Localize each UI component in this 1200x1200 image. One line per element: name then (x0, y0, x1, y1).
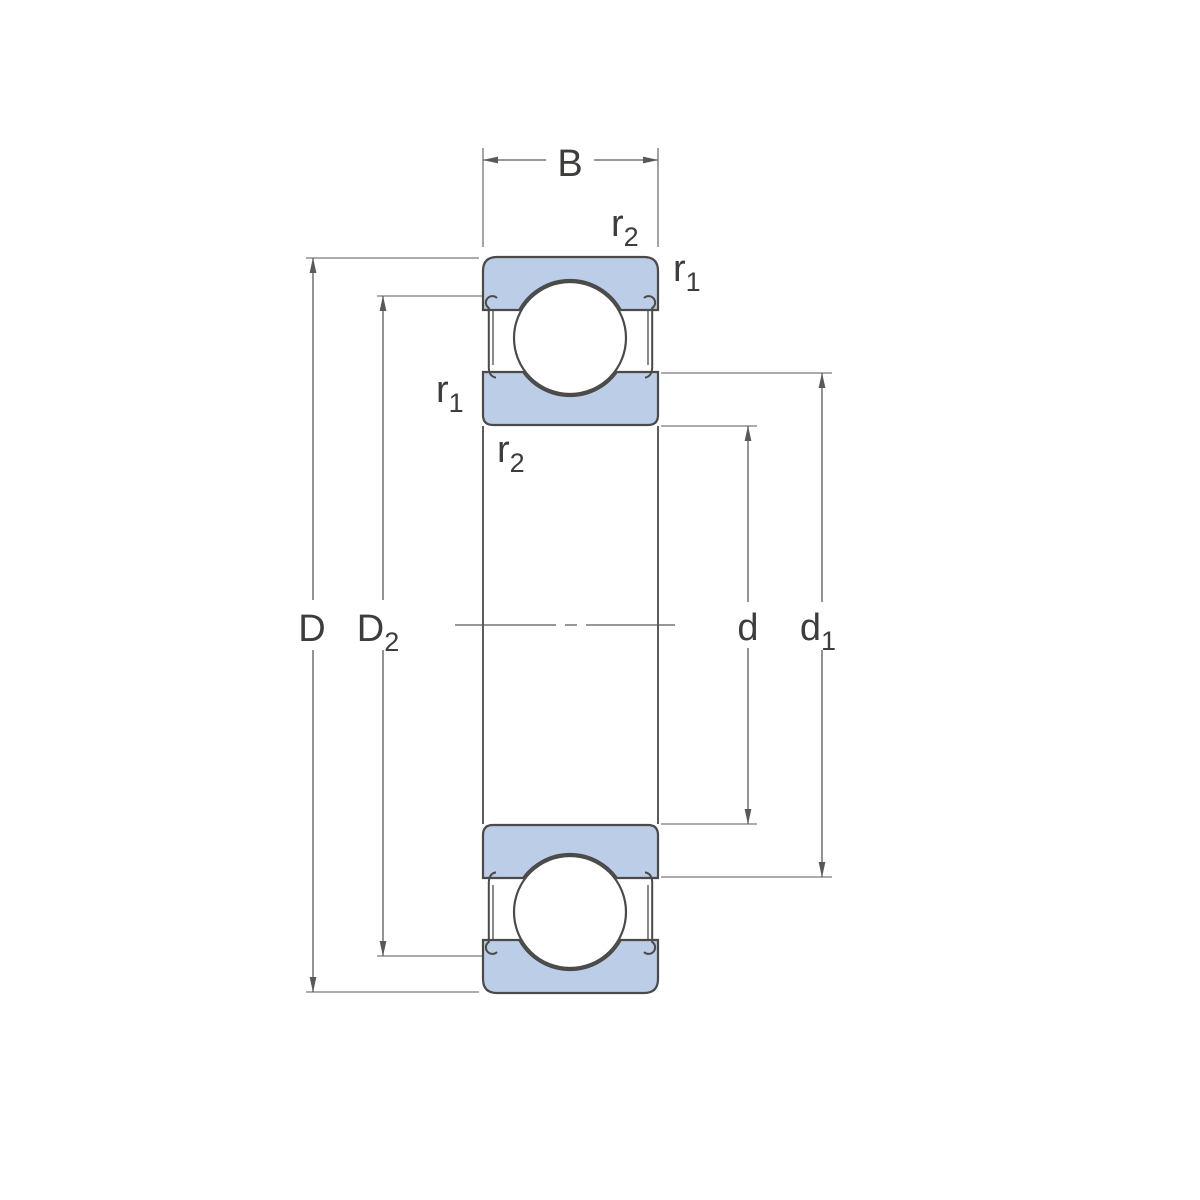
bearing-section-top (483, 257, 658, 425)
dimension-D2: D2 (352, 295, 482, 957)
dimension-B: B (482, 136, 659, 247)
label-r2-inner: r2 (497, 429, 525, 478)
label-D2: D2 (357, 608, 399, 657)
label-background (727, 602, 769, 648)
label-r1-outer: r1 (673, 248, 701, 297)
label-r1-inner: r1 (436, 369, 464, 418)
label-D: D (298, 608, 325, 650)
label-d: d (737, 607, 758, 649)
label-r2-outer: r2 (611, 203, 639, 252)
label-background (795, 602, 849, 650)
dimension-d1: d1 (661, 372, 849, 878)
label-d1: d1 (800, 607, 836, 656)
label-background (288, 600, 338, 650)
dimension-D: D (288, 257, 479, 993)
bearing-section-bottom (483, 825, 658, 993)
dimension-d: d (661, 425, 769, 825)
label-B: B (557, 143, 582, 185)
label-background (546, 136, 594, 182)
label-background (352, 600, 414, 650)
